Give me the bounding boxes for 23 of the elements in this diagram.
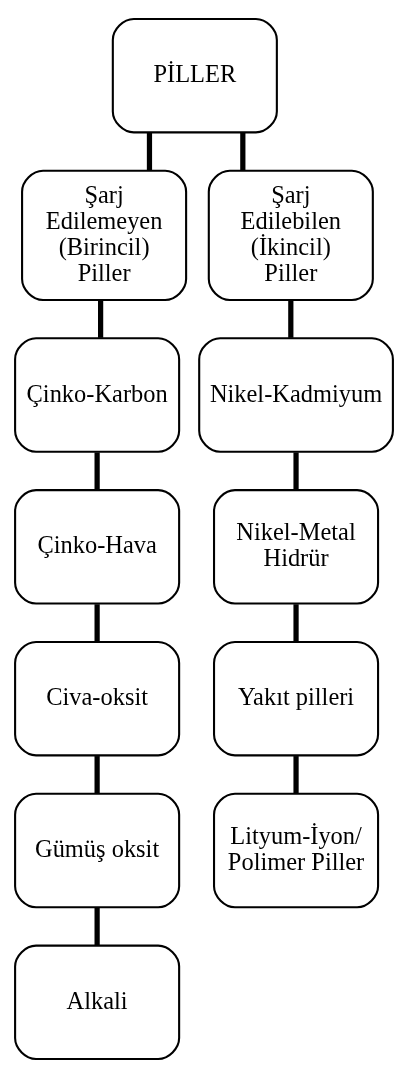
node-box: Nikel-Kadmiyum [198,336,394,453]
connector [240,131,246,171]
connector [293,451,299,490]
connector [293,755,299,793]
connector [288,299,294,338]
connector [94,451,100,490]
connector [293,603,299,642]
node-box: Lityum-İyon/ Polimer Piller [213,792,380,908]
node-box: Çinko-Karbon [14,336,181,453]
node-box: Çinko-Hava [14,488,181,605]
connector [98,299,104,338]
connector [146,131,153,171]
connector [94,755,100,793]
node-box: Şarj Edilemeyen (Birincil) Piller [21,169,188,301]
node-box: Yakıt pilleri [213,640,380,756]
connector [94,603,100,642]
node-box: Gümüş oksit [14,792,181,908]
node-box: Nikel-Metal Hidrür [213,488,380,605]
node-box: Civa-oksit [14,640,181,756]
connector [94,907,100,945]
node-box: Alkali [14,944,181,1060]
node-box: Şarj Edilebilen (İkincil) Piller [207,169,374,301]
node-box: PİLLER [111,17,278,133]
